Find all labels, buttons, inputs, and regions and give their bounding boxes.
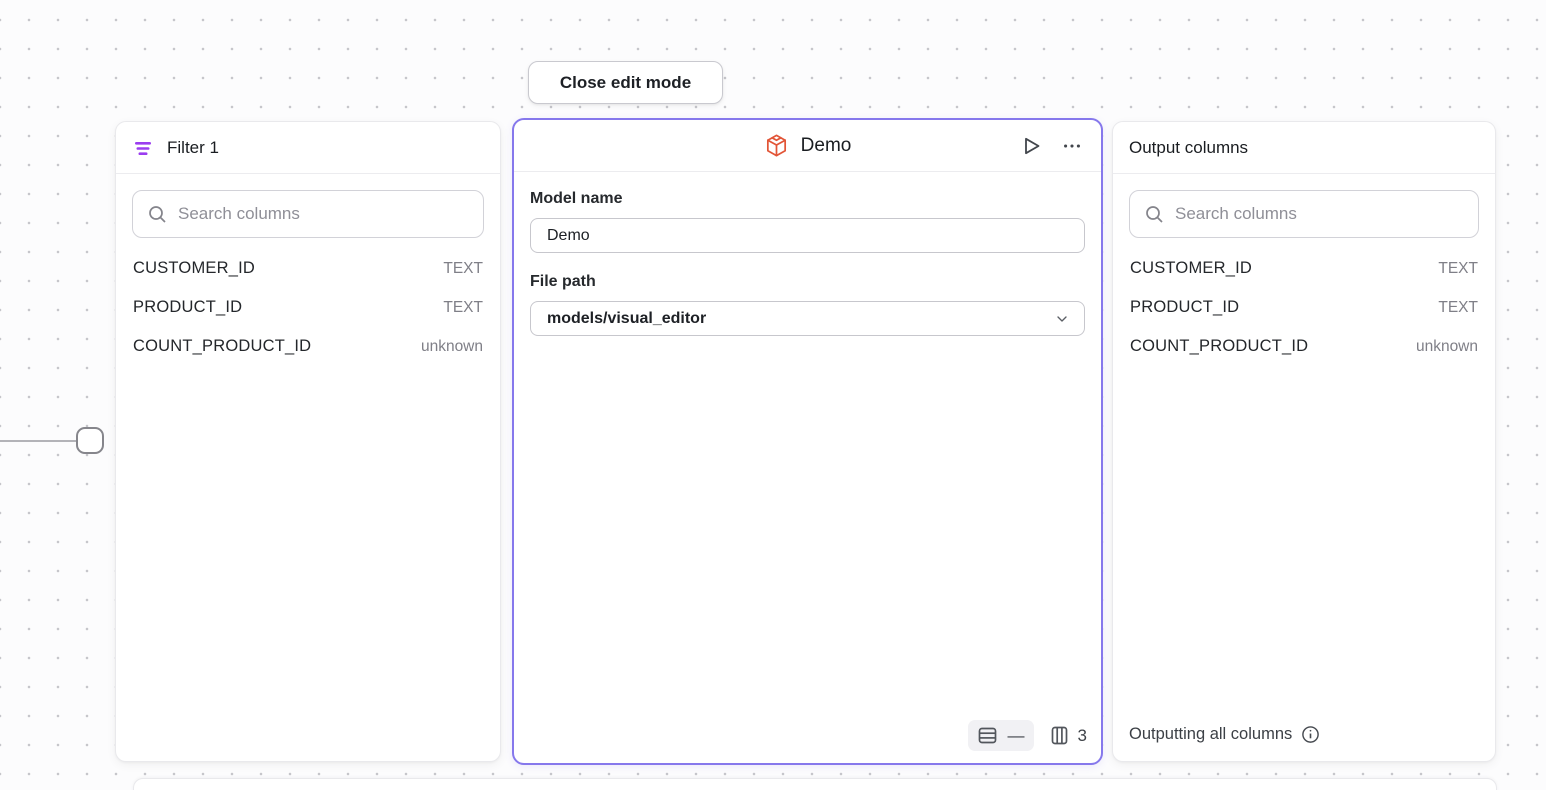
column-type: unknown <box>420 337 483 355</box>
column-row[interactable]: CUSTOMER_ID TEXT <box>1129 249 1479 288</box>
column-type: TEXT <box>1438 298 1478 316</box>
filter-icon <box>132 137 154 159</box>
column-name: PRODUCT_ID <box>133 298 243 316</box>
output-column-list: CUSTOMER_ID TEXT PRODUCT_ID TEXT COUNT_P… <box>1129 249 1479 366</box>
column-row[interactable]: PRODUCT_ID TEXT <box>1129 288 1479 327</box>
filter-panel-header: Filter 1 <box>116 122 500 174</box>
file-path-label: File path <box>530 273 596 290</box>
model-panel-header: Demo <box>514 120 1101 172</box>
columns-icon <box>1049 725 1070 746</box>
output-search-box <box>1129 190 1479 238</box>
column-type: TEXT <box>443 298 483 316</box>
column-name: CUSTOMER_ID <box>133 259 255 277</box>
model-panel-title: Demo <box>800 134 852 156</box>
filter-panel-title: Filter 1 <box>167 137 219 157</box>
column-row[interactable]: CUSTOMER_ID TEXT <box>132 249 484 288</box>
more-options-button[interactable] <box>1061 135 1083 157</box>
connector-handle[interactable] <box>76 427 104 454</box>
filter-search-input[interactable] <box>178 204 469 224</box>
column-count-group[interactable]: 3 <box>1049 725 1087 746</box>
connector-line <box>0 440 76 442</box>
ellipsis-icon <box>1061 135 1083 157</box>
column-type: unknown <box>1415 337 1478 355</box>
output-panel-title: Output columns <box>1129 137 1249 157</box>
column-name: CUSTOMER_ID <box>1130 259 1252 277</box>
output-panel-footer: Outputting all columns <box>1113 725 1495 761</box>
output-columns-panel[interactable]: Output columns CUSTOMER_ID TEXT PRODUCT_… <box>1112 121 1496 762</box>
column-row[interactable]: COUNT_PRODUCT_ID unknown <box>132 327 484 366</box>
bottom-partial-panel[interactable] <box>133 778 1497 790</box>
output-search-input[interactable] <box>1175 204 1464 224</box>
column-row[interactable]: PRODUCT_ID TEXT <box>132 288 484 327</box>
play-icon <box>1019 134 1043 158</box>
column-count-value: 3 <box>1077 725 1087 745</box>
filter-column-list: CUSTOMER_ID TEXT PRODUCT_ID TEXT COUNT_P… <box>132 249 484 366</box>
info-icon[interactable] <box>1301 725 1320 744</box>
column-name: PRODUCT_ID <box>1130 298 1240 316</box>
file-path-value: models/visual_editor <box>547 309 707 327</box>
output-panel-header: Output columns <box>1113 122 1495 174</box>
row-count-chip[interactable]: — <box>967 720 1034 751</box>
search-icon <box>1144 204 1164 224</box>
output-footer-text: Outputting all columns <box>1129 725 1293 743</box>
close-edit-mode-button[interactable]: Close edit mode <box>528 61 723 104</box>
model-name-label: Model name <box>530 190 623 207</box>
filter-search-box <box>132 190 484 238</box>
column-name: COUNT_PRODUCT_ID <box>1130 337 1309 355</box>
model-name-input[interactable] <box>530 218 1085 253</box>
rows-icon <box>977 725 998 746</box>
column-type: TEXT <box>1438 259 1478 277</box>
column-name: COUNT_PRODUCT_ID <box>133 337 312 355</box>
cube-icon <box>764 133 789 158</box>
row-count-value: — <box>1007 725 1025 745</box>
filter-node-panel[interactable]: Filter 1 CUSTOMER_ID TEXT PRODUCT_ID TEX… <box>115 121 501 762</box>
model-statusbar: — 3 <box>967 720 1087 751</box>
search-icon <box>147 204 167 224</box>
file-path-select[interactable]: models/visual_editor <box>530 301 1085 336</box>
model-node-panel[interactable]: Demo Model name File path <box>512 118 1103 765</box>
column-type: TEXT <box>443 259 483 277</box>
chevron-down-icon <box>1054 311 1070 327</box>
column-row[interactable]: COUNT_PRODUCT_ID unknown <box>1129 327 1479 366</box>
run-model-button[interactable] <box>1019 134 1043 158</box>
